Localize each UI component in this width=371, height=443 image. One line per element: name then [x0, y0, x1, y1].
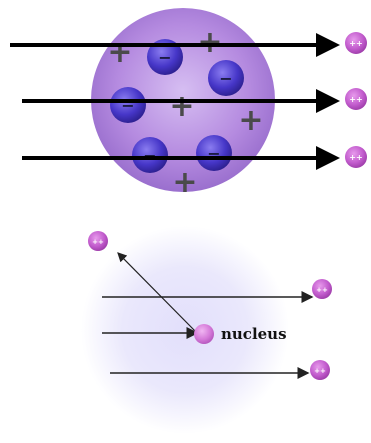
svg-text:−: −: [143, 146, 156, 165]
positive-charges: + + + + +: [107, 25, 263, 200]
positive-charge: +: [169, 89, 194, 124]
alpha-particle: ++: [345, 88, 367, 110]
alpha-particles-rutherford: ++ ++ ++: [88, 231, 332, 380]
positive-charge: +: [107, 35, 132, 70]
svg-text:++: ++: [349, 95, 362, 104]
alpha-particle: ++: [310, 360, 330, 380]
alpha-particle: ++: [345, 146, 367, 168]
nucleus-label: nucleus: [221, 325, 287, 343]
electron: −: [208, 60, 244, 96]
svg-text:++: ++: [349, 153, 362, 162]
rutherford-model: nucleus ++ ++ ++: [81, 226, 332, 434]
positive-charge: +: [172, 165, 197, 200]
svg-text:−: −: [158, 48, 171, 67]
deflected-path-arrow: [117, 252, 198, 334]
electron: −: [196, 135, 232, 171]
electron: −: [132, 137, 168, 173]
svg-text:++: ++: [92, 238, 104, 246]
alpha-paths-rutherford: [102, 252, 314, 379]
svg-text:−: −: [219, 69, 232, 88]
svg-text:++: ++: [316, 286, 328, 294]
svg-text:++: ++: [349, 39, 362, 48]
positive-charge: +: [197, 25, 222, 60]
thomson-model: + + + + + − − − −: [10, 8, 367, 200]
nucleus: [194, 324, 214, 344]
electrons: − − − − −: [110, 39, 244, 173]
alpha-particle: ++: [88, 231, 108, 251]
alpha-particle: ++: [312, 279, 332, 299]
atom-halo: [81, 226, 289, 434]
alpha-particles-thomson: ++ ++ ++: [345, 32, 367, 168]
svg-text:−: −: [207, 144, 220, 163]
svg-text:−: −: [121, 96, 134, 115]
electron: −: [147, 39, 183, 75]
svg-text:++: ++: [314, 367, 326, 375]
positive-charge: +: [238, 103, 263, 138]
alpha-particle: ++: [345, 32, 367, 54]
alpha-paths-undeflected: [10, 33, 340, 170]
electron: −: [110, 87, 146, 123]
